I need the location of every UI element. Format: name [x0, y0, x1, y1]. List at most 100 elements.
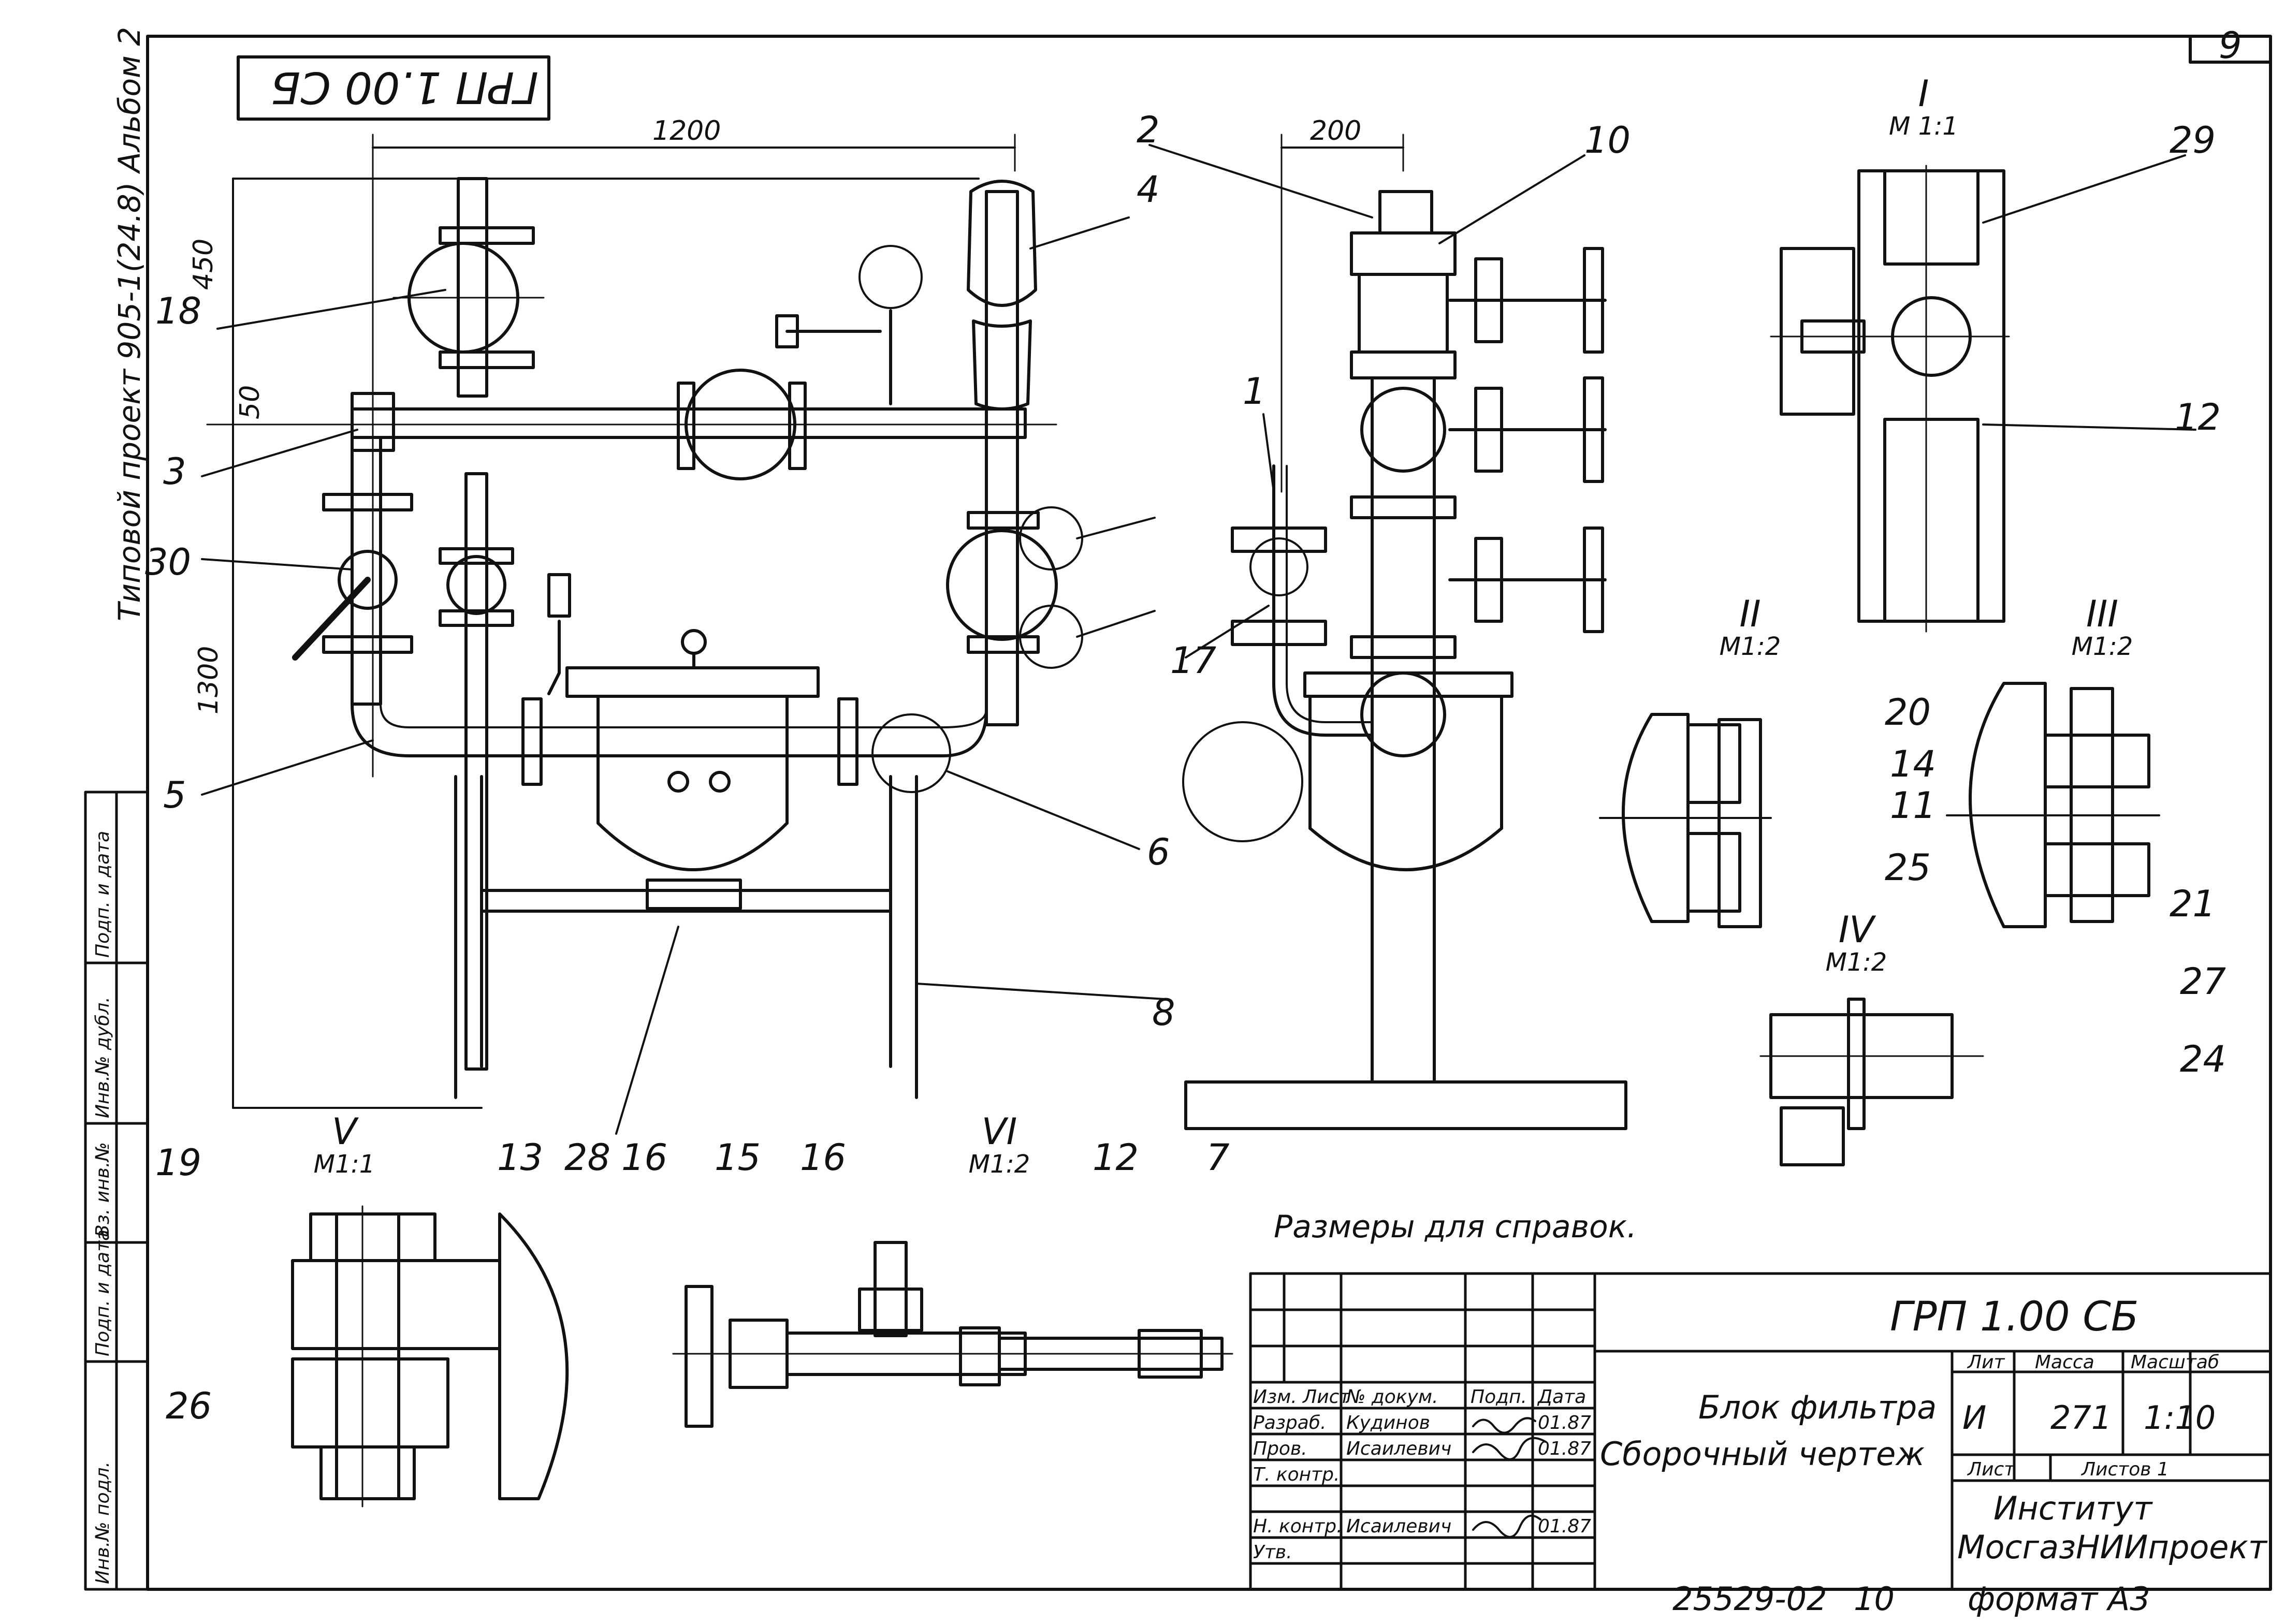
- title-code: ГРП 1.00 СБ: [1890, 1294, 2138, 1340]
- title-lit-header: Лит: [1967, 1352, 2005, 1373]
- view-scale-VI: М1:2: [969, 1150, 1030, 1179]
- dimension-labels: 1200 200 450 50 1300: [188, 115, 1361, 714]
- callout-4: 4: [1137, 168, 1160, 211]
- view-titles: I М 1:1 II М1:2 III М1:2 IV М1:2 V М1:1 …: [314, 72, 2133, 1179]
- callout-8: 8: [1152, 991, 1175, 1034]
- title-institute-1: Институт: [1993, 1489, 2153, 1527]
- callout-1: 1: [1243, 370, 1266, 413]
- callout-17: 16: [621, 1136, 667, 1179]
- title-mass-header: Масса: [2035, 1352, 2094, 1373]
- callout-11: 11: [1890, 784, 1936, 827]
- side-stamp-cell-5: Подп. и дата: [92, 831, 113, 958]
- bottom-format: формат А3: [1968, 1580, 2150, 1618]
- tb-row-2-name: Исаилевич: [1346, 1438, 1451, 1459]
- callout-10: 10: [1584, 119, 1631, 162]
- view-title-I: I: [1918, 72, 1929, 115]
- detail-view-I: [1770, 165, 2010, 633]
- reference-note: Размеры для справок.: [1274, 1209, 1637, 1245]
- callout-24: 24: [2180, 1038, 2226, 1080]
- title-name-2: Сборочный чертеж: [1600, 1435, 1925, 1473]
- tb-row-0-date: Дата: [1537, 1386, 1586, 1408]
- rotated-code: ГРП 1.00 СБ: [271, 62, 538, 113]
- detail-markers-main: [871, 506, 1083, 793]
- side-stamp: [84, 791, 149, 1591]
- view-title-IV: IV: [1839, 909, 1876, 951]
- callout-2: 2: [1137, 109, 1160, 151]
- tb-row-0-sign: Подп.: [1471, 1386, 1527, 1408]
- callout-21: 20: [1885, 691, 1931, 734]
- tb-row-1-name: Кудинов: [1346, 1412, 1430, 1433]
- detail-markers-side: [1182, 537, 1308, 842]
- detail-view-III: [1946, 682, 2160, 928]
- callout-22: 21: [2170, 883, 2216, 925]
- view-title-V: V: [332, 1110, 359, 1153]
- detail-view-II: [1599, 713, 1772, 928]
- title-name-1: Блок фильтра: [1698, 1388, 1937, 1426]
- callout-5: 5: [163, 774, 186, 816]
- title-mass-value: 271: [2050, 1399, 2112, 1437]
- tb-row-4-name: Исаилевич: [1346, 1516, 1451, 1537]
- view-scale-V: М1:1: [314, 1150, 375, 1179]
- dim-450: 450: [188, 239, 219, 290]
- detail-view-IV: [1759, 998, 1984, 1166]
- tb-row-5-role: Утв.: [1253, 1542, 1292, 1563]
- view-scale-III: М1:2: [2072, 632, 2133, 661]
- title-sheets-label: Листов 1: [2080, 1459, 2169, 1480]
- callout-6: 6: [1147, 831, 1170, 873]
- tb-row-1-date: 01.87: [1538, 1412, 1591, 1433]
- callout-13: 13: [497, 1136, 543, 1179]
- dim-200: 200: [1310, 115, 1361, 147]
- view-scale-IV: М1:2: [1826, 948, 1887, 977]
- title-scale-header: Масштаб: [2131, 1352, 2219, 1373]
- callout-26: 25: [1885, 846, 1931, 889]
- tb-row-1-role: Разраб.: [1253, 1412, 1326, 1433]
- dim-1200: 1200: [652, 115, 721, 147]
- title-lit-value: И: [1962, 1399, 1986, 1437]
- callout-3: 3: [163, 450, 186, 493]
- bottom-number: 25529-02: [1672, 1580, 1827, 1618]
- title-institute-2: МосгазНИИпроект: [1957, 1528, 2268, 1566]
- detail-view-V: [291, 1205, 569, 1508]
- view-scale-I: М 1:1: [1889, 112, 1958, 141]
- side-stamp-cell-3: Вз. инв.№: [92, 1142, 113, 1237]
- callout-18: 17: [1170, 639, 1216, 682]
- title-block: [1249, 1272, 2272, 1591]
- tb-row-2-date: 01.87: [1538, 1438, 1591, 1459]
- view-title-II: II: [1739, 593, 1760, 635]
- title-scale-value: 1:10: [2144, 1399, 2216, 1437]
- dim-1300: 1300: [193, 646, 224, 714]
- callout-25: 26: [166, 1385, 212, 1427]
- callout-labels: 18 3 30 5 6 8 4 2 10 1 17 29 12 20 25 14…: [145, 109, 2226, 1427]
- tb-row-0-name: № докум.: [1345, 1386, 1438, 1408]
- main-front-view: [206, 134, 1058, 1109]
- sheet-number: 9: [2219, 24, 2242, 67]
- dim-50: 50: [235, 385, 266, 419]
- callout-27: 27: [2180, 960, 2226, 1003]
- callout-20: 19: [155, 1142, 201, 1184]
- tb-row-0-role: Изм. Лист: [1253, 1386, 1350, 1408]
- callout-30: 30: [145, 541, 191, 583]
- callout-12-detail: 12: [2175, 396, 2221, 438]
- tb-row-4-role: Н. контр.: [1253, 1516, 1343, 1537]
- callout-29: 29: [2170, 119, 2216, 162]
- view-scale-II: М1:2: [1720, 632, 1781, 661]
- side-project-note: Типовой проект 905-1(24.8) Альбом 2: [112, 27, 147, 621]
- rotated-code-box: ГРП 1.00 СБ: [237, 55, 550, 121]
- bottom-copy: 10: [1854, 1580, 1895, 1618]
- signatures: [1472, 1417, 1547, 1538]
- callout-28: 28: [564, 1136, 610, 1179]
- callout-15: 15: [715, 1136, 761, 1179]
- tb-row-3-role: Т. контр.: [1253, 1464, 1340, 1485]
- title-sheet-label: Лист: [1967, 1459, 2015, 1480]
- callout-16: 16: [800, 1136, 846, 1179]
- callout-19: 18: [155, 290, 201, 332]
- leader-lines: [201, 144, 2196, 1135]
- view-title-III: III: [2086, 593, 2118, 635]
- callout-7: 7: [1206, 1136, 1230, 1179]
- side-stamp-cell-1: Инв.№ подл.: [92, 1461, 113, 1584]
- view-title-VI: VI: [982, 1110, 1017, 1153]
- callout-12-view-vi: 12: [1093, 1136, 1139, 1179]
- side-stamp-cell-4: Инв.№ дубл.: [92, 997, 113, 1118]
- detail-view-VI: [672, 1241, 1233, 1428]
